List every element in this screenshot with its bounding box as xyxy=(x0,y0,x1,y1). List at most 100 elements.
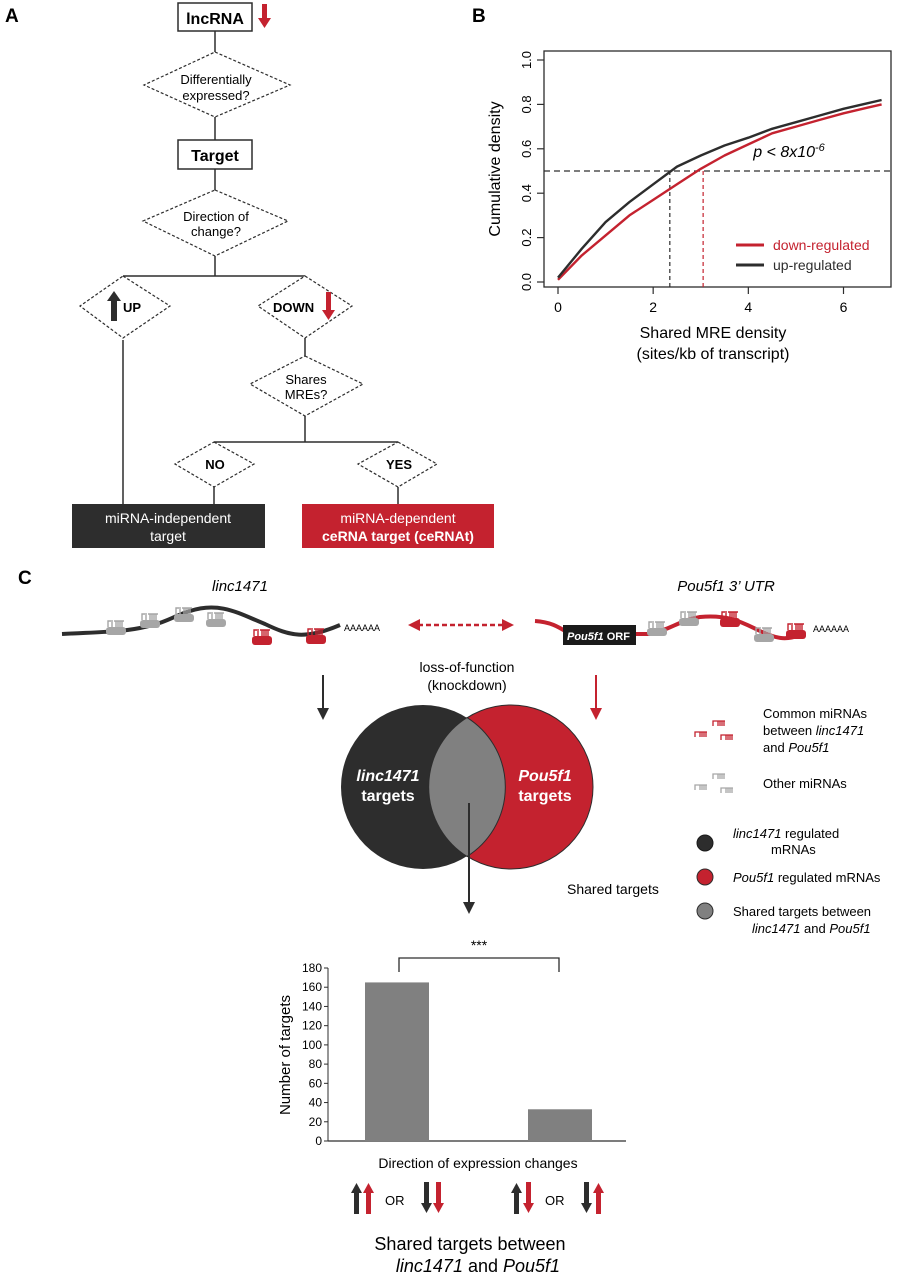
direction-arrows: OR OR xyxy=(351,1182,604,1214)
mirna-dependent-box xyxy=(302,504,494,548)
legend-common-line1: Common miRNAs xyxy=(763,706,868,721)
y-tick-label: 100 xyxy=(302,1038,322,1052)
bar-opposite-direction xyxy=(528,1109,592,1141)
up-label: UP xyxy=(123,300,141,315)
plot-frame xyxy=(543,50,892,288)
other-mirna-icon xyxy=(647,621,667,636)
legend-other-mirnas: Other miRNAs xyxy=(763,776,847,791)
pou5f1-orf-box xyxy=(563,625,636,645)
legend-common-line3: and Pou5f1 xyxy=(763,740,830,755)
independent-line2: target xyxy=(150,528,186,544)
shares-mres-diamond xyxy=(248,355,365,417)
legend-shared-line1: Shared targets between xyxy=(733,904,871,919)
down-diamond xyxy=(256,275,354,339)
down-label: DOWN xyxy=(273,300,314,315)
series-line-down-regulated xyxy=(557,103,882,281)
yes-label: YES xyxy=(386,457,412,472)
x-tick-label: 6 xyxy=(840,299,848,315)
other-mirna-icon xyxy=(106,620,126,635)
legend-shared-dot xyxy=(696,902,714,920)
series-line-up-regulated xyxy=(557,98,882,279)
common-mirna-icon xyxy=(306,628,326,644)
linc1471-title: linc1471 xyxy=(212,578,268,595)
y-tick-label: 0 xyxy=(315,1134,322,1148)
y-tick-label: 0.2 xyxy=(519,229,534,247)
other-mirna-icon xyxy=(754,627,774,642)
pou5f1-orf-label: Pou5f1 ORF xyxy=(567,631,630,643)
legend: Common miRNAs between linc1471 and Pou5f… xyxy=(694,706,881,936)
or-label-2: OR xyxy=(545,1193,565,1208)
p-value-annotation: p < 8x10-6 xyxy=(752,142,825,161)
significance-label: *** xyxy=(471,937,488,953)
y-tick-label: 40 xyxy=(309,1096,323,1110)
down-up-arrows-icon xyxy=(581,1182,604,1214)
common-mirna-icon xyxy=(720,611,740,627)
x-axis-label-line1: Shared MRE density xyxy=(640,325,787,342)
target-box xyxy=(177,139,253,170)
x-tick-label: 2 xyxy=(649,299,657,315)
up-down-arrows-icon xyxy=(511,1182,534,1214)
panel-label-b: B xyxy=(472,6,486,27)
lncrna-label: lncRNA xyxy=(186,11,244,28)
legend-linc-line1: linc1471 regulated xyxy=(733,826,839,841)
diff-expressed-line1: Differentially xyxy=(180,72,252,87)
other-mirnas-legend-icon xyxy=(694,773,733,793)
panel-c: C linc1471 AAAAAA Pou5f1 3’ UTR Pou5f1 O… xyxy=(18,568,881,1276)
y-tick-label: 160 xyxy=(302,980,322,994)
shares-line1: Shares xyxy=(285,372,327,387)
yes-diamond xyxy=(356,441,439,488)
x-axis-label: Direction of expression changes xyxy=(378,1155,577,1171)
up-up-arrows-icon xyxy=(351,1183,374,1214)
y-tick-label: 140 xyxy=(302,999,322,1013)
down-down-arrows-icon xyxy=(421,1182,444,1213)
legend-pou-dot xyxy=(696,868,714,886)
panel-label-a: A xyxy=(5,6,19,27)
y-tick-label: 180 xyxy=(302,961,322,975)
flow-connectors xyxy=(122,31,399,504)
pou5f1-mirna-sites xyxy=(647,611,806,642)
other-mirna-icon xyxy=(140,613,160,628)
linc1471-transcript xyxy=(61,605,341,637)
common-mirna-icon xyxy=(252,629,272,645)
y-tick-label: 0.6 xyxy=(519,140,534,158)
y-tick-label: 0.8 xyxy=(519,95,534,113)
y-tick-label: 0.0 xyxy=(519,273,534,291)
dependent-line2: ceRNA target (ceRNAt) xyxy=(322,528,474,544)
lof-line2: (knockdown) xyxy=(427,677,506,693)
down-arrow-icon xyxy=(590,675,602,720)
venn-diagram: linc1471 targets Pou5f1 targets xyxy=(341,704,594,870)
bottom-caption-line1: Shared targets between xyxy=(374,1234,565,1254)
legend-pou-line: Pou5f1 regulated mRNAs xyxy=(733,870,881,885)
legend-linc-line2: mRNAs xyxy=(771,842,816,857)
direction-line1: Direction of xyxy=(183,209,249,224)
legend-label-down-regulated: down-regulated xyxy=(773,237,870,253)
dependent-line1: miRNA-dependent xyxy=(340,510,455,526)
bar-same-direction xyxy=(365,982,429,1141)
y-axis-label: Cumulative density xyxy=(487,101,504,236)
y-axis-label: Number of targets xyxy=(277,995,294,1115)
panel-label-c: C xyxy=(18,568,32,589)
linc1471-mirna-sites xyxy=(106,607,326,645)
y-tick-label: 120 xyxy=(302,1019,322,1033)
x-tick-label: 4 xyxy=(744,299,752,315)
bottom-caption-line2: linc1471 and Pou5f1 xyxy=(396,1256,560,1276)
up-diamond xyxy=(78,275,172,339)
y-tick-label: 80 xyxy=(309,1057,323,1071)
independent-line1: miRNA-independent xyxy=(105,510,231,526)
significance-bracket xyxy=(398,957,560,972)
down-arrow-icon xyxy=(322,292,335,320)
target-label: Target xyxy=(191,148,239,165)
common-mirnas-legend-icon xyxy=(694,720,733,740)
direction-diamond xyxy=(141,189,290,257)
up-arrow-icon xyxy=(107,291,121,321)
shared-targets-label: Shared targets xyxy=(567,881,659,897)
linc1471-polya: AAAAAA xyxy=(344,623,380,633)
shared-targets-arrow-icon xyxy=(463,803,475,914)
y-tick-label: 1.0 xyxy=(519,51,534,69)
bidirectional-arrow-icon xyxy=(408,619,514,631)
other-mirna-icon xyxy=(206,612,226,627)
lof-line1: loss-of-function xyxy=(420,659,515,675)
